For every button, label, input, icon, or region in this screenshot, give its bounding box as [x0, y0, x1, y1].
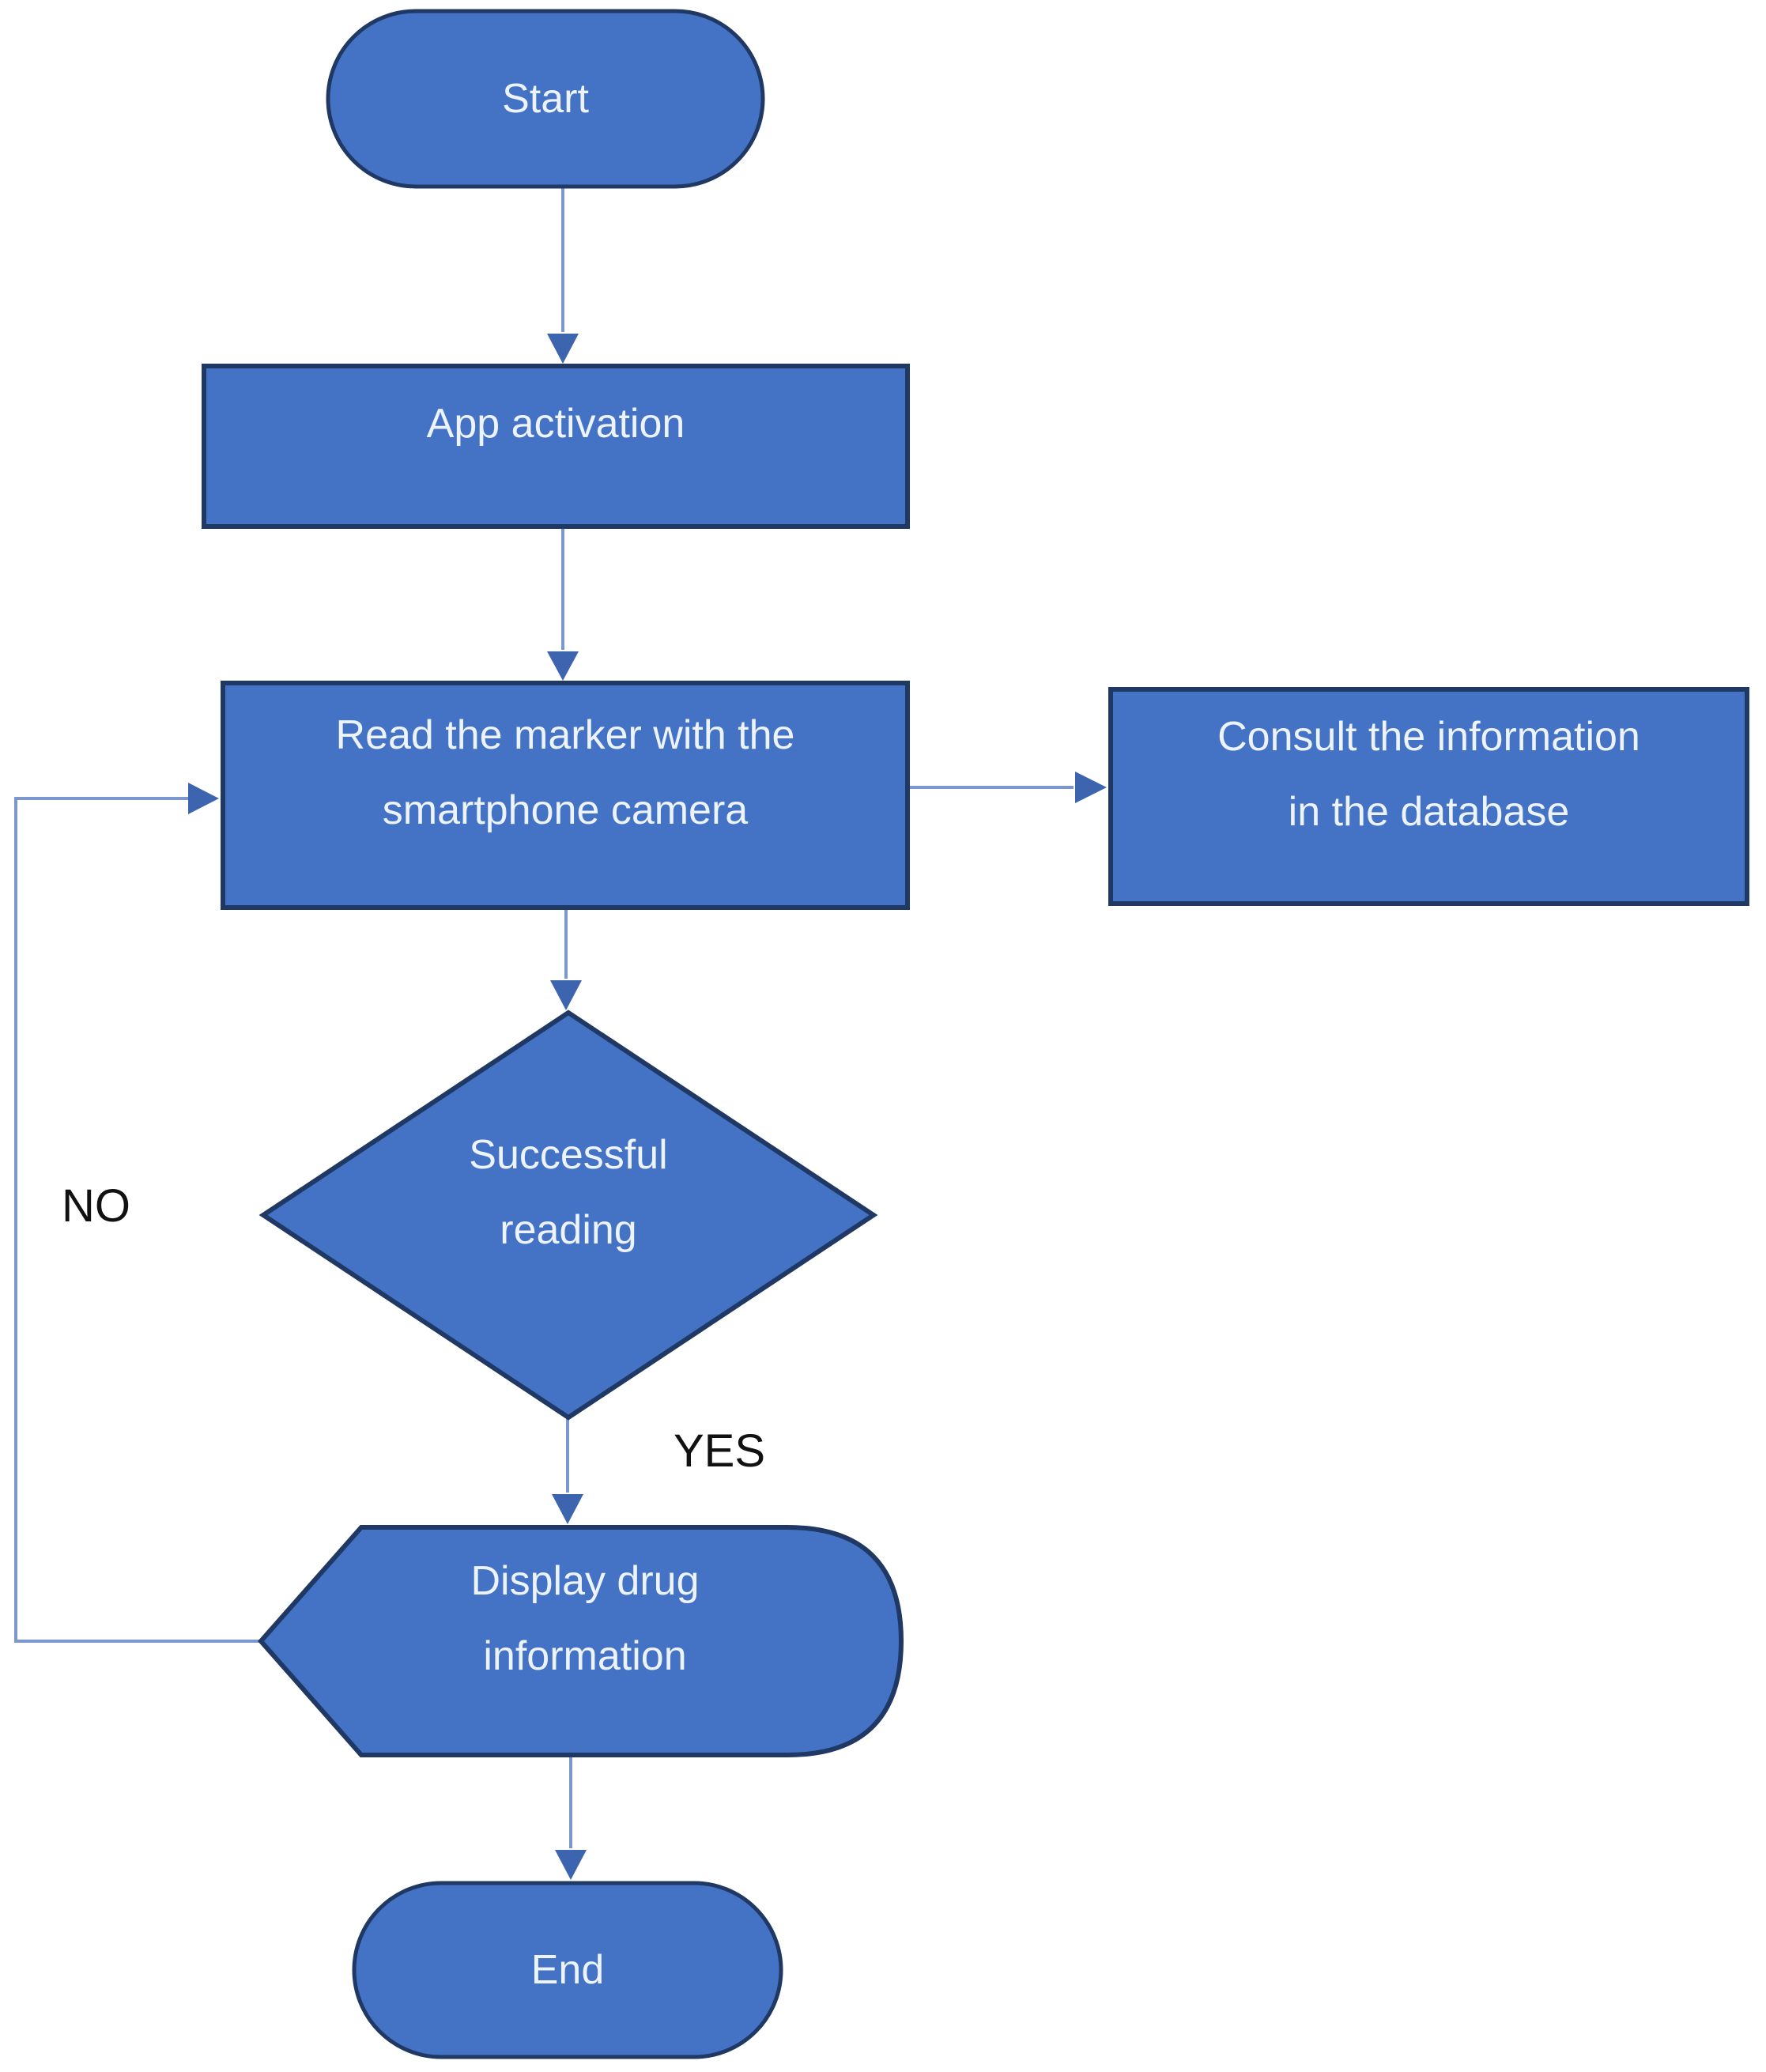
yes-edge-label: YES [674, 1425, 766, 1477]
arrowhead-right-icon [188, 783, 219, 814]
connector-line [14, 797, 261, 1643]
arrowhead-right-icon [1075, 772, 1107, 803]
read-marker-process-shape [221, 681, 910, 910]
successful-reading-decision-shape [258, 1010, 878, 1421]
consult-database-process-shape [1108, 687, 1749, 906]
start-terminator-shape [326, 9, 765, 189]
app-activation-process-shape [202, 364, 910, 529]
no-edge-label: NO [62, 1180, 130, 1232]
connector-display-to-end [555, 1757, 587, 1880]
connector-no-loop-display-to-read [14, 783, 261, 1643]
arrowhead-down-icon [552, 1494, 583, 1524]
arrowhead-down-icon [547, 651, 579, 681]
connector-decision-to-display-yes [552, 1418, 583, 1524]
connector-app-to-read [547, 526, 579, 681]
end-terminator-shape [352, 1881, 783, 2059]
connector-read-to-consult [908, 772, 1107, 803]
arrowhead-down-icon [555, 1850, 587, 1880]
connector-read-to-decision [550, 908, 582, 1010]
arrowhead-down-icon [550, 980, 582, 1010]
display-drug-info-display-shape [257, 1525, 904, 1757]
arrowhead-down-icon [547, 334, 579, 364]
connector-start-to-app [547, 187, 579, 364]
